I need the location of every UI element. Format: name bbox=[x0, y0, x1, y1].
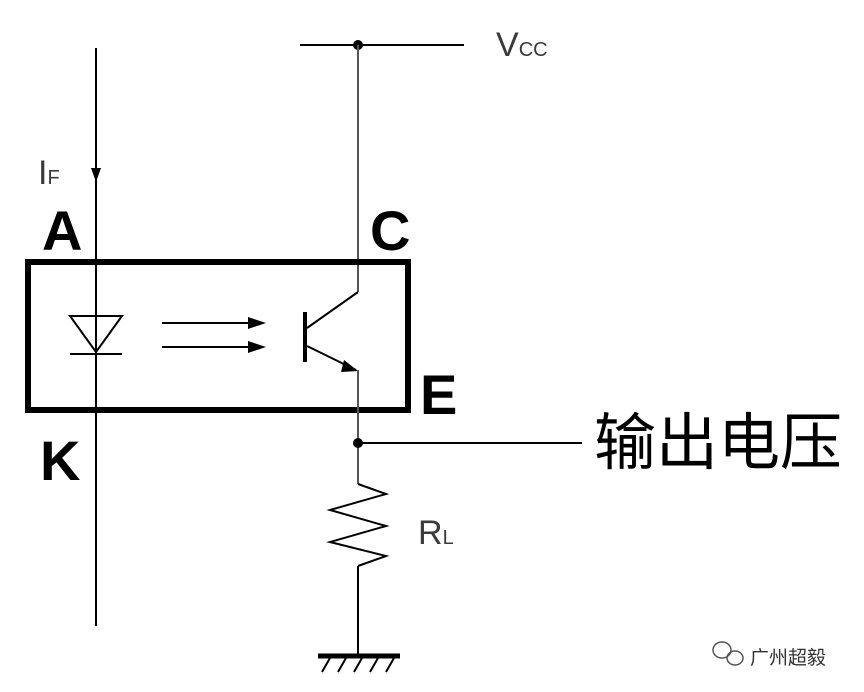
if-label: IF bbox=[38, 154, 60, 192]
phototransistor-icon bbox=[303, 291, 359, 372]
pin-emitter-label: E bbox=[420, 363, 457, 426]
optocoupler-package bbox=[25, 259, 411, 413]
light-arrows-icon bbox=[162, 317, 266, 353]
if-current-arrow bbox=[91, 168, 101, 182]
rl-label: RL bbox=[418, 514, 454, 552]
pin-anode-label: A bbox=[42, 199, 82, 262]
vcc-label: VCC bbox=[496, 26, 548, 64]
wechat-icon bbox=[712, 641, 744, 666]
pin-cathode-label: K bbox=[40, 429, 80, 492]
output-voltage-label: 输出电压 bbox=[594, 406, 842, 479]
led-diode-icon bbox=[68, 315, 124, 355]
ground-icon bbox=[318, 653, 400, 673]
watermark-text: 广州超毅 bbox=[750, 647, 826, 669]
pin-collector-label: C bbox=[370, 199, 410, 262]
load-resistor-icon bbox=[326, 483, 390, 567]
